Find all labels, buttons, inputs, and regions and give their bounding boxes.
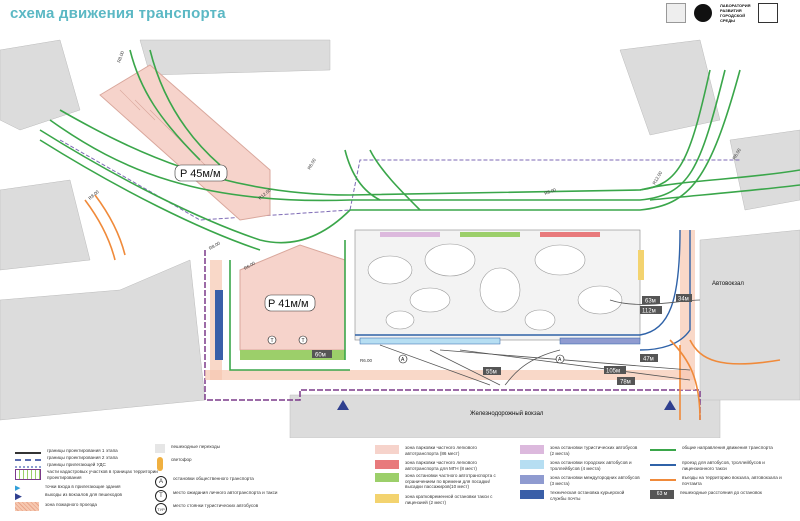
svg-text:A: A bbox=[558, 357, 562, 363]
distance-label: 55м bbox=[486, 370, 497, 376]
distance-badge-sample: 63 м bbox=[650, 490, 674, 499]
svg-text:A: A bbox=[401, 357, 405, 363]
general-traffic-routes bbox=[39, 49, 800, 371]
railway-station-label: Железнодорожный вокзал bbox=[470, 410, 544, 417]
svg-text:R8.00: R8.00 bbox=[208, 240, 221, 251]
distance-label: 112м bbox=[642, 309, 656, 315]
stop-markers: A A T T bbox=[267, 335, 565, 364]
bus-stop-icon: A bbox=[155, 476, 167, 488]
legend-label: место ожидания личного автотранспорта и … bbox=[173, 490, 278, 495]
svg-text:T: T bbox=[302, 338, 305, 344]
legend-label: остановки общественного транспорта bbox=[173, 476, 254, 481]
logos: ЛАБОРАТОРИЯ РАЗВИТИЯ ГОРОДСКОЙ СРЕДЫ bbox=[666, 3, 778, 23]
distance-label: 47м bbox=[643, 357, 654, 363]
legend-label: выходы из вокзалов для пешеходов bbox=[45, 492, 122, 497]
legend-label: зона остановки туристических автобусов (… bbox=[550, 445, 638, 456]
legend-label: границы проектирования 1 этапа bbox=[47, 448, 118, 453]
svg-text:R6.00: R6.00 bbox=[307, 157, 318, 170]
legend-label: зона парковки частного легкового автотра… bbox=[405, 445, 477, 456]
legend-label: общие направления движения транспорта bbox=[682, 445, 773, 450]
transport-map: 60м 55м 47м 105м 78м 63м 112м 34м R8.00 … bbox=[0, 39, 800, 438]
legend-label: место стоянки туристических автобусов bbox=[173, 503, 259, 508]
building-logo bbox=[758, 3, 778, 23]
svg-text:R6.00: R6.00 bbox=[243, 260, 256, 271]
svg-text:R12.00: R12.00 bbox=[652, 170, 664, 185]
svg-text:T: T bbox=[271, 338, 274, 344]
radius-labels: R8.00 R12.00 R6.00 R8.00 R6.00 R8.00 R12… bbox=[87, 50, 742, 363]
taxi-icon: T bbox=[155, 490, 167, 502]
legend-label: пешеходные переходы bbox=[171, 444, 220, 449]
bus-station-building bbox=[699, 229, 800, 401]
distance-label: 105м bbox=[606, 369, 620, 375]
legend-label: части кадастровых участков в границах те… bbox=[47, 469, 158, 480]
svg-text:R8.00: R8.00 bbox=[87, 189, 100, 201]
legend-label: границы прилегающей УДС bbox=[47, 462, 106, 467]
parking-small-label: P 41м/м bbox=[268, 298, 309, 310]
svg-text:R6.00: R6.00 bbox=[732, 147, 743, 160]
svg-text:R8.00: R8.00 bbox=[544, 187, 557, 196]
legend-label: зона остановки частного автотранспорта с… bbox=[405, 473, 496, 489]
fire-lane bbox=[205, 370, 695, 380]
legend-label: въезды на территорию вокзала, автовокзал… bbox=[682, 475, 782, 486]
distance-label: 63м bbox=[645, 299, 656, 305]
svg-text:R6.00: R6.00 bbox=[360, 358, 373, 363]
distance-label: 60м bbox=[315, 353, 326, 359]
legend-label: зона кратковременной остановки такси с л… bbox=[405, 494, 493, 505]
distance-badges: 60м 55м 47м 105м 78м 63м 112м 34м bbox=[312, 294, 692, 386]
page-title: схема движения транспорта bbox=[10, 5, 226, 22]
legend: границы проектирования 1 этапа границы п… bbox=[0, 440, 800, 521]
city-emblem-logo bbox=[666, 3, 686, 23]
bus-routes bbox=[355, 229, 691, 351]
legend-label: зона пожарного проезда bbox=[45, 502, 97, 507]
bus-station-label: Автовокзал bbox=[712, 281, 744, 287]
station-entries bbox=[84, 194, 781, 421]
legend-label: зона остановки городских автобусов и тро… bbox=[550, 460, 632, 471]
legend-label: пешеходные расстояния до остановок bbox=[680, 490, 762, 495]
legend-label: зона остановки междугородних автобусов (… bbox=[550, 475, 640, 486]
distance-label: 34м bbox=[678, 297, 689, 303]
svg-text:R8.00: R8.00 bbox=[116, 50, 125, 63]
lab-logo bbox=[694, 4, 712, 22]
buildings bbox=[0, 39, 800, 438]
distance-label: 78м bbox=[620, 380, 631, 386]
legend-label: проезд для автобусов, троллейбусов и лиц… bbox=[682, 460, 765, 471]
legend-label: границы проектирования 2 этапа bbox=[47, 455, 118, 460]
legend-label: техническая остановка курьерской службы … bbox=[550, 490, 625, 501]
tour-bus-icon: ТУР bbox=[155, 503, 167, 515]
legend-label: зона парковки частного легкового автотра… bbox=[405, 460, 477, 471]
railway-station-building bbox=[289, 394, 721, 438]
legend-label: светофор bbox=[171, 457, 192, 462]
lab-logo-text: ЛАБОРАТОРИЯ РАЗВИТИЯ ГОРОДСКОЙ СРЕДЫ bbox=[720, 3, 751, 23]
legend-label: точки входа в прилегающие здания bbox=[45, 484, 121, 489]
parking-large-label: P 45м/м bbox=[180, 168, 221, 180]
